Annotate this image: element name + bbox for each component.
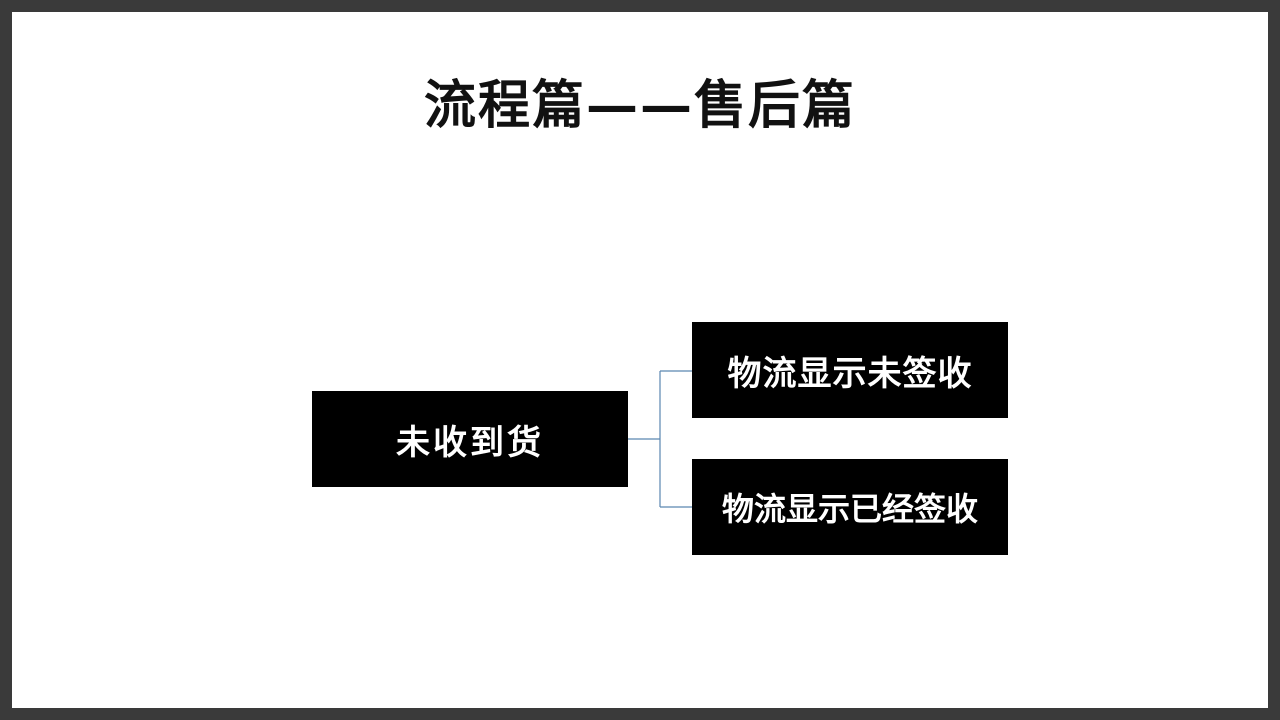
slide-title: 流程篇——售后篇 [423,75,856,136]
diagram-node-child-unsigned: 物流显示未签收 [692,322,1008,418]
diagram-node-child-signed-label: 物流显示已经签收 [721,490,978,528]
diagram-node-child-signed: 物流显示已经签收 [692,459,1008,555]
slide-canvas [12,12,1268,708]
diagram-node-root-label: 未收到货 [396,422,544,463]
diagram-node-child-unsigned-label: 物流显示未签收 [727,353,973,394]
diagram-node-root: 未收到货 [312,391,628,487]
